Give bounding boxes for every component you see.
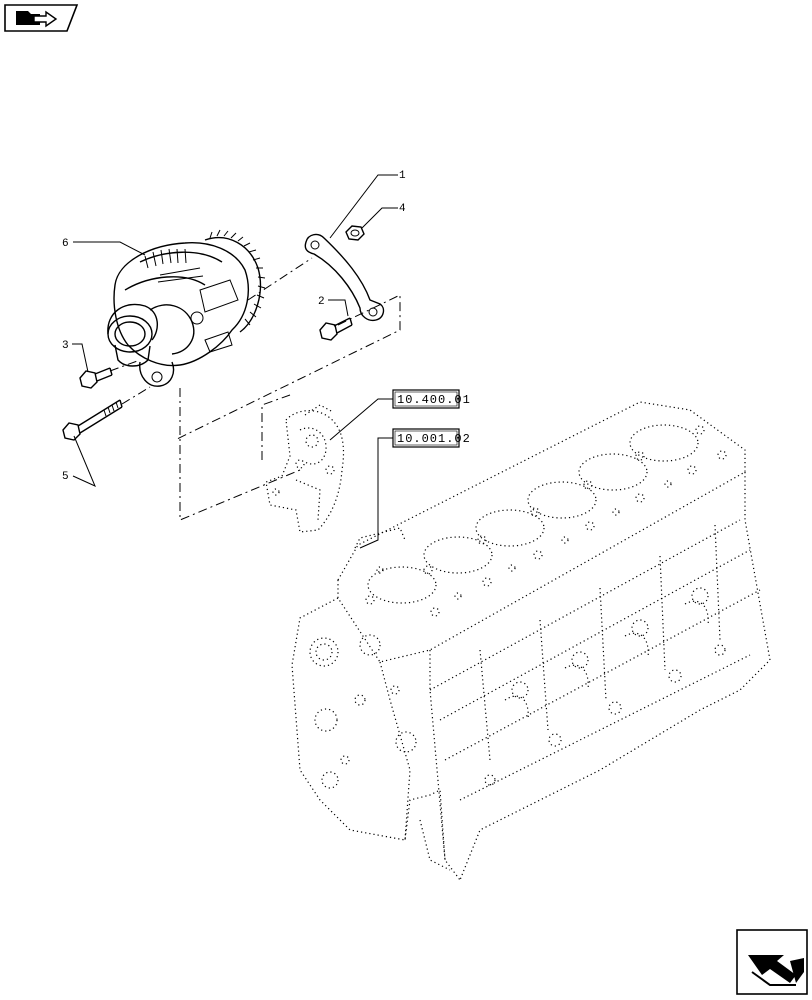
bolt-long	[62, 399, 123, 441]
reference-label-bracket: 10.400.01	[397, 393, 471, 407]
callout-1: 1	[399, 170, 406, 182]
callout-4: 4	[399, 203, 406, 215]
nut	[345, 225, 365, 241]
adjusting-strap	[304, 233, 385, 322]
engine-block	[291, 401, 771, 881]
callout-2: 2	[318, 296, 325, 308]
bolt-short	[319, 317, 353, 341]
bolt-medium	[79, 367, 113, 389]
alternator	[107, 229, 266, 387]
callout-5: 5	[62, 471, 69, 483]
callout-3: 3	[62, 340, 69, 352]
assembly-lines	[109, 257, 401, 521]
reference-box-bracket[interactable]: 10.400.01	[392, 389, 471, 409]
folder-arrow-icon[interactable]	[4, 4, 79, 32]
support-bracket	[265, 404, 345, 533]
callout-6: 6	[62, 238, 69, 250]
reference-box-block[interactable]: 10.001.02	[392, 428, 471, 448]
next-page-arrow-icon[interactable]	[736, 929, 808, 995]
reference-label-block: 10.001.02	[397, 432, 471, 446]
callout-leaders	[72, 174, 398, 549]
